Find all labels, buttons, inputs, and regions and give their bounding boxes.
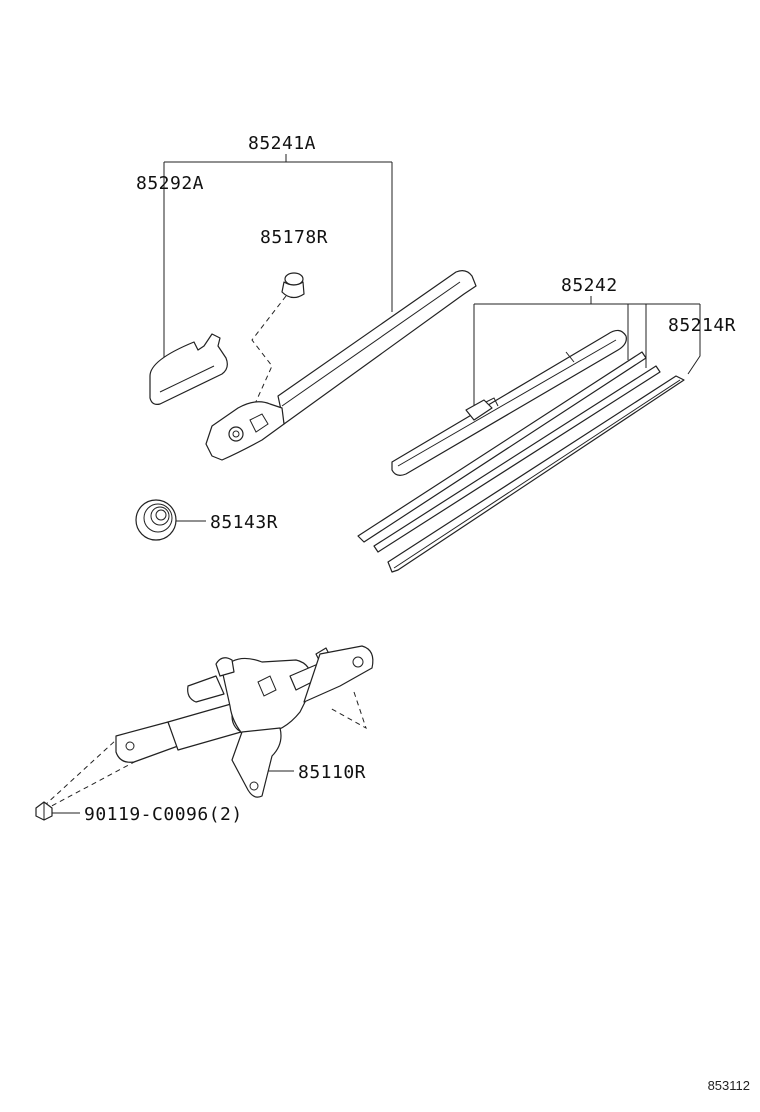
arm-nut-part <box>281 272 305 299</box>
wiper-motor-part <box>115 645 374 798</box>
label-85214r[interactable]: 85214R <box>668 315 736 336</box>
label-bolt[interactable]: 90119-C0096(2) <box>84 804 243 825</box>
leader-lines <box>52 154 701 814</box>
grommet-part <box>135 499 177 541</box>
wiper-arm-part <box>205 270 477 461</box>
assembly-dashed-lines <box>43 295 367 811</box>
label-85110r[interactable]: 85110R <box>298 762 366 783</box>
label-85241a[interactable]: 85241A <box>248 133 316 154</box>
label-85178r[interactable]: 85178R <box>260 227 328 248</box>
label-85292a[interactable]: 85292A <box>136 173 204 194</box>
label-85242[interactable]: 85242 <box>561 275 618 296</box>
blade-rubber-strips <box>357 351 685 573</box>
diagram-reference-number: 853112 <box>708 1078 750 1093</box>
bolt-part <box>35 801 53 821</box>
label-85143r[interactable]: 85143R <box>210 512 278 533</box>
wiper-blade-part <box>391 329 627 476</box>
arm-cap-part <box>149 333 228 405</box>
